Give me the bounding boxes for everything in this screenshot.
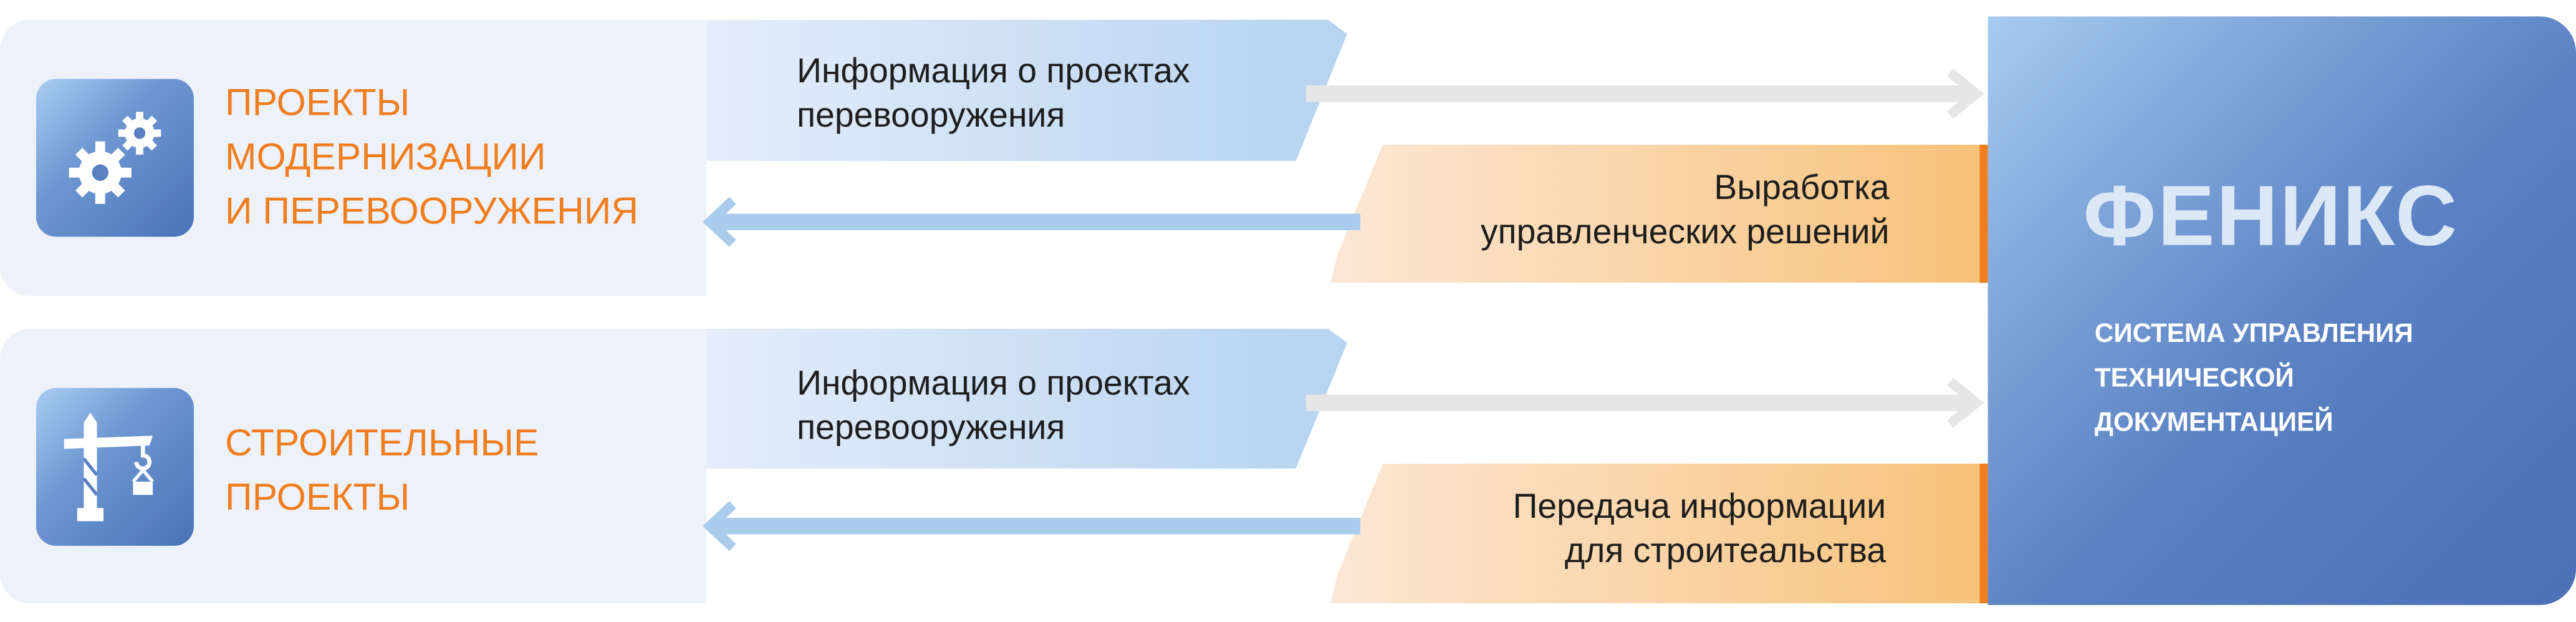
arrow-right-to-system	[1305, 378, 1984, 428]
text-line: перевооружения	[797, 97, 1065, 135]
row-title-modernization: ПРОЕКТЫ МОДЕРНИЗАЦИИ И ПЕРЕВООРУЖЕНИЯ	[225, 75, 638, 238]
input-info-block	[706, 329, 1347, 469]
title-line: И ПЕРЕВООРУЖЕНИЯ	[225, 189, 639, 232]
accent-edge	[1979, 144, 1988, 283]
output-transfer-text: Передача информации для строитеальства	[1513, 485, 1886, 573]
text-line: для строитеальства	[1564, 532, 1886, 571]
text-line: перевооружения	[797, 409, 1065, 447]
title-line: ПРОЕКТЫ	[225, 80, 410, 124]
text-line: Выработка	[1714, 169, 1890, 208]
system-logo: ФЕНИКС	[2083, 169, 2459, 265]
title-line: ПРОЕКТЫ	[225, 475, 410, 518]
text-line: Информация о проектах	[797, 52, 1190, 90]
input-info-text: Информация о проектах перевооружения	[797, 362, 1190, 450]
output-decision-text: Выработка управленческих решений	[1481, 166, 1890, 255]
row-title-construction: СТРОИТЕЛЬНЫЕ ПРОЕКТЫ	[225, 416, 539, 525]
crane-icon	[36, 387, 194, 546]
title-line: МОДЕРНИЗАЦИИ	[225, 135, 546, 178]
text-line: управленческих решений	[1480, 213, 1890, 252]
input-info-block	[706, 19, 1347, 162]
system-subtitle: СИСТЕМА УПРАВЛЕНИЯ ТЕХНИЧЕСКОЙ ДОКУМЕНТА…	[2095, 313, 2413, 445]
arrow-right-to-system	[1305, 69, 1984, 119]
output-decision-block	[1330, 144, 1982, 283]
subtitle-line: СИСТЕМА УПРАВЛЕНИЯ	[2094, 320, 2413, 349]
text-line: Передача информации	[1512, 488, 1886, 527]
text-line: Информация о проектах	[797, 365, 1190, 403]
accent-edge	[1979, 464, 1988, 604]
arrow-left-to-projects	[703, 197, 1360, 247]
title-line: СТРОИТЕЛЬНЫЕ	[225, 420, 539, 464]
subtitle-line: ДОКУМЕНТАЦИЕЙ	[2094, 409, 2333, 437]
gears-icon	[36, 79, 194, 237]
system-panel: ФЕНИКС СИСТЕМА УПРАВЛЕНИЯ ТЕХНИЧЕСКОЙ ДО…	[1987, 16, 2576, 605]
arrow-left-to-projects	[703, 501, 1360, 551]
output-transfer-block	[1330, 464, 1982, 604]
subtitle-line: ТЕХНИЧЕСКОЙ	[2094, 365, 2294, 393]
input-info-text: Информация о проектах перевооружения	[797, 49, 1190, 138]
